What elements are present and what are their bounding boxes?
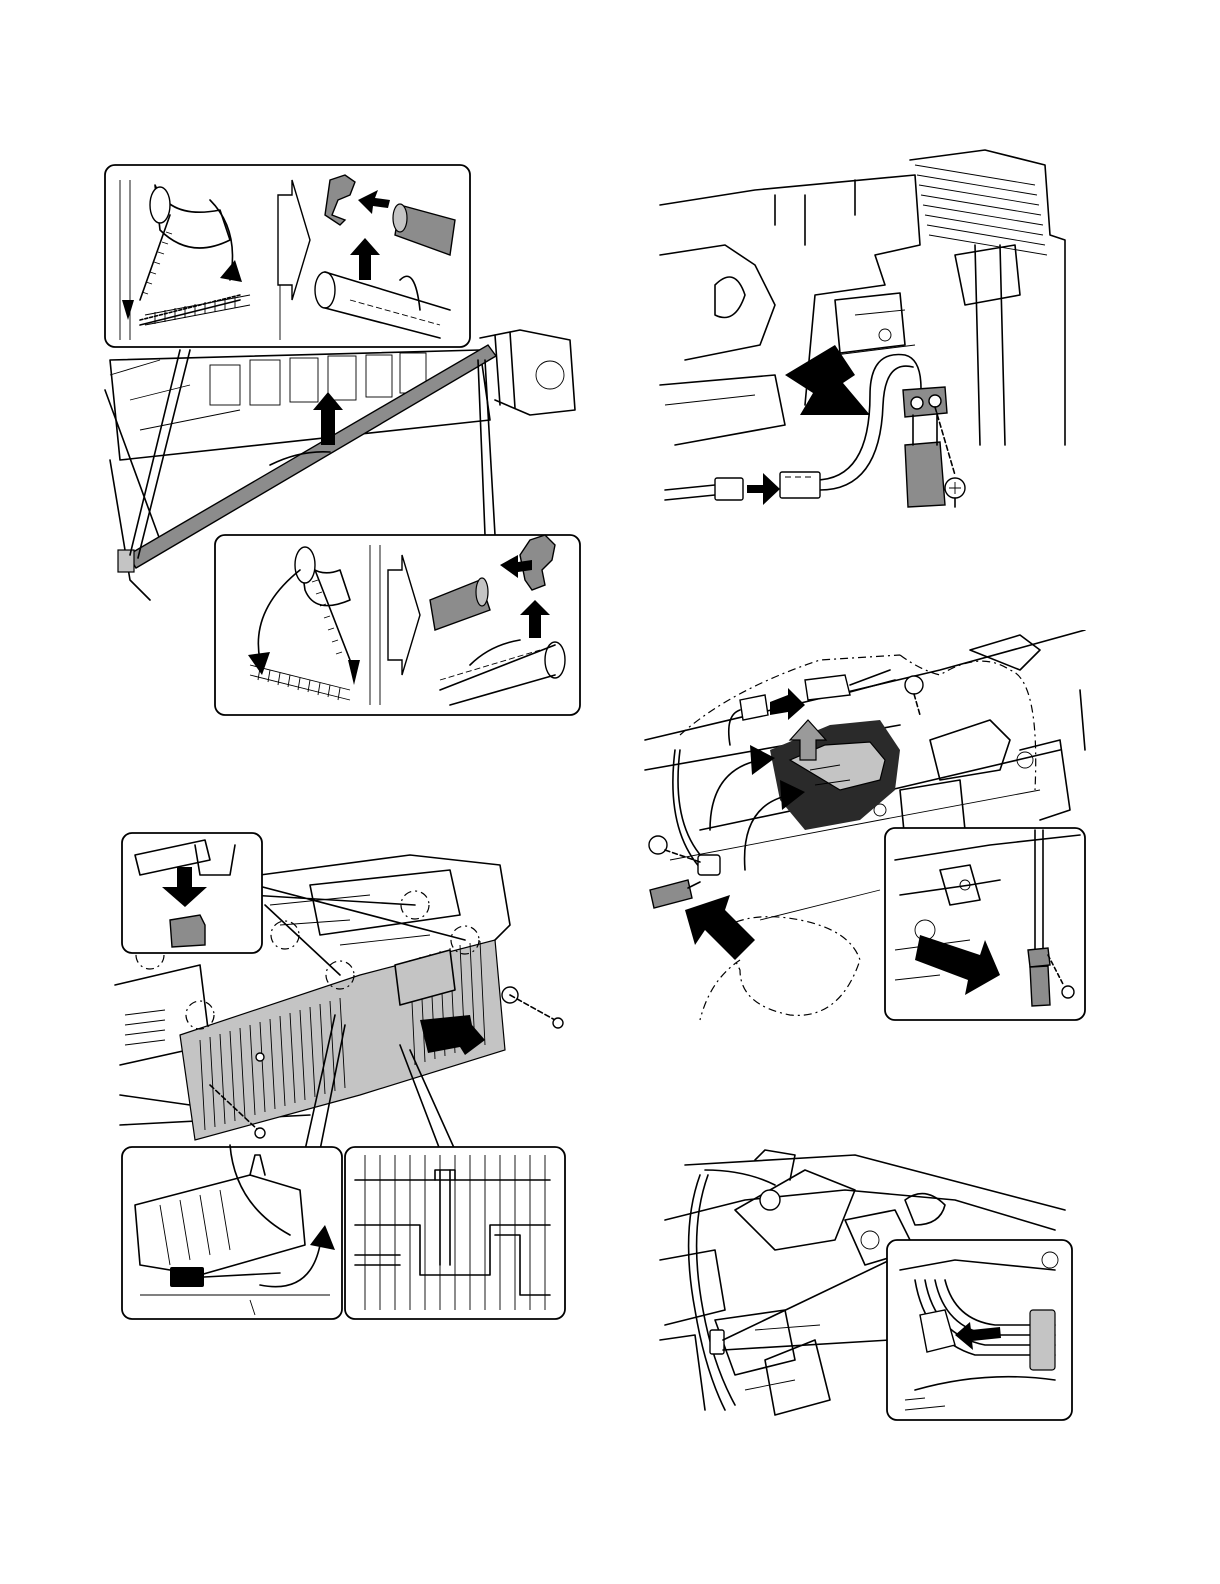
figure-finned-cover — [110, 825, 580, 1325]
sensor-unit-illustration — [640, 630, 1090, 1025]
roller-shaft-illustration — [100, 160, 590, 720]
figure-harness-connector — [655, 145, 1075, 515]
figure-wire-harness — [655, 1140, 1075, 1425]
finned-cover-illustration — [110, 825, 580, 1325]
wire-harness-illustration — [655, 1140, 1075, 1425]
inset-connector-detail — [122, 1147, 342, 1319]
harness-connector-illustration — [655, 145, 1075, 515]
figure-roller-shaft — [100, 160, 590, 720]
figure-sensor-unit — [640, 630, 1090, 1025]
